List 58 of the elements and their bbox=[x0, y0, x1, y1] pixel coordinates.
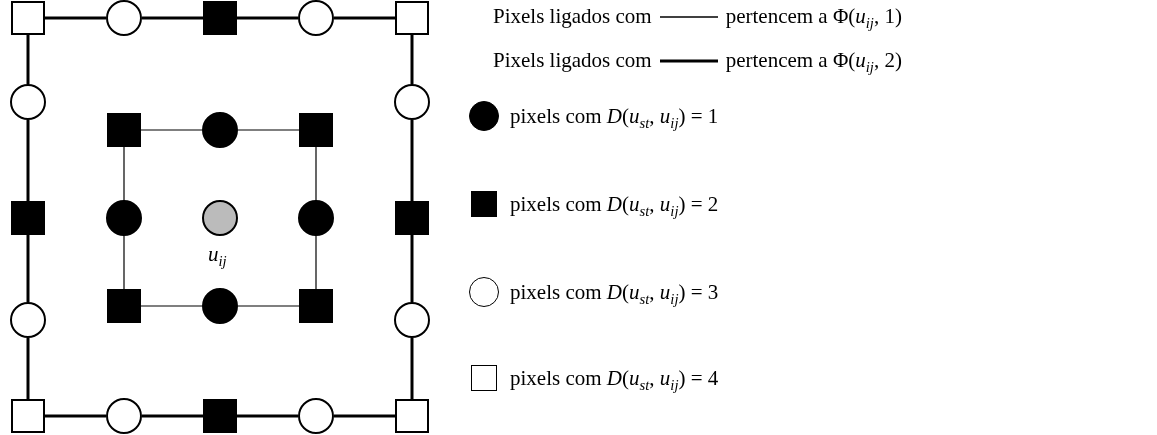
connector-line bbox=[26, 35, 30, 84]
connector-line bbox=[26, 338, 30, 399]
connector-line bbox=[237, 414, 298, 418]
pixel-circle bbox=[298, 398, 334, 434]
connector-line bbox=[334, 414, 395, 418]
connector-line bbox=[410, 338, 414, 399]
pixel-square bbox=[107, 289, 141, 323]
pixel-circle bbox=[394, 84, 430, 120]
connector-line bbox=[123, 146, 125, 201]
pixel-circle bbox=[106, 0, 142, 36]
legend-text: pixels com D(u$_{st}$, u$_{ij}$) = 4 bbox=[510, 368, 719, 393]
connector-line bbox=[45, 414, 106, 418]
connector-line bbox=[237, 129, 300, 131]
pixel-circle bbox=[106, 398, 142, 434]
pixel-square bbox=[395, 1, 429, 35]
connector-line bbox=[142, 16, 203, 20]
legend-text: pertencem a Φ(u$_{ij}$, 2) bbox=[725, 50, 902, 75]
pixel-square bbox=[299, 113, 333, 147]
pixel-circle bbox=[10, 84, 46, 120]
connector-line bbox=[140, 129, 203, 131]
connector-line bbox=[123, 235, 125, 290]
connector-line bbox=[410, 235, 414, 302]
pixel-circle bbox=[202, 200, 238, 236]
connector-line bbox=[142, 414, 203, 418]
connector-line bbox=[26, 120, 30, 201]
connector-line bbox=[315, 146, 317, 201]
legend-text: pixels com D(u$_{st}$, u$_{ij}$) = 2 bbox=[510, 194, 719, 219]
pixel-label: u$_{ij}$ bbox=[208, 244, 227, 269]
pixel-square bbox=[11, 1, 45, 35]
connector-line bbox=[410, 120, 414, 201]
connector-line bbox=[45, 16, 106, 20]
pixel-square bbox=[107, 113, 141, 147]
connector-line bbox=[410, 35, 414, 84]
pixel-square bbox=[395, 201, 429, 235]
pixel-circle bbox=[106, 200, 142, 236]
pixel-square bbox=[11, 201, 45, 235]
connector-line bbox=[140, 305, 203, 307]
legend-text: Pixels ligados com bbox=[493, 50, 652, 71]
connector-line bbox=[237, 305, 300, 307]
connector-line bbox=[26, 235, 30, 302]
pixel-square bbox=[395, 399, 429, 433]
pixel-circle bbox=[394, 302, 430, 338]
pixel-square bbox=[11, 399, 45, 433]
pixel-circle bbox=[298, 0, 334, 36]
legend-text: pixels com D(u$_{st}$, u$_{ij}$) = 3 bbox=[510, 282, 719, 307]
pixel-circle bbox=[202, 288, 238, 324]
legend-text: pertencem a Φ(u$_{ij}$, 1) bbox=[725, 6, 902, 31]
pixel-circle bbox=[202, 112, 238, 148]
pixel-square bbox=[203, 1, 237, 35]
legend-text: pixels com D(u$_{st}$, u$_{ij}$) = 1 bbox=[510, 106, 719, 131]
connector-line bbox=[237, 16, 298, 20]
pixel-circle bbox=[10, 302, 46, 338]
legend-text: Pixels ligados com bbox=[493, 6, 652, 27]
pixel-square bbox=[299, 289, 333, 323]
connector-line bbox=[315, 235, 317, 290]
pixel-circle bbox=[298, 200, 334, 236]
pixel-square bbox=[203, 399, 237, 433]
connector-line bbox=[334, 16, 395, 20]
